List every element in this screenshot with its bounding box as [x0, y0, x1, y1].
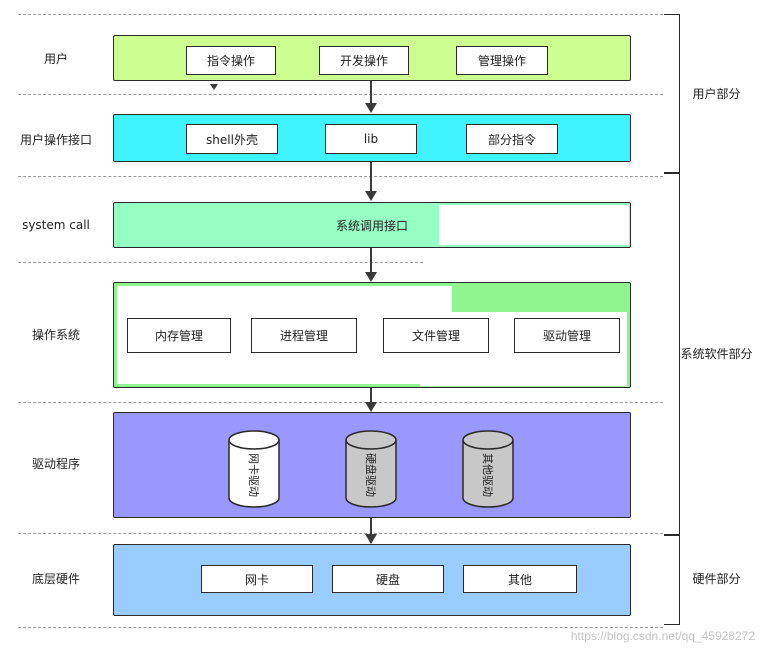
- whiteout-patch: [439, 205, 629, 245]
- partial-commands-box: 部分指令: [466, 124, 558, 154]
- management-operation-box: 管理操作: [456, 46, 548, 75]
- flow-arrow: [365, 81, 377, 113]
- dashed-separator: [18, 94, 663, 95]
- disk-driver-cylinder: 硬盘驱动: [345, 430, 397, 508]
- row-label-user: 用户: [43, 52, 68, 66]
- flow-arrow: [365, 388, 377, 412]
- lib-box: lib: [325, 124, 417, 154]
- process-management-box: 进程管理: [251, 318, 357, 353]
- development-operation-box: 开发操作: [319, 46, 409, 75]
- row-label-os: 操作系统: [31, 328, 80, 342]
- dashed-separator: [18, 402, 663, 403]
- system-call-interface-text: 系统调用接口: [335, 218, 408, 233]
- dashed-separator: [18, 14, 663, 15]
- section-label-hardware: 硬件部分: [692, 572, 741, 586]
- section-label-user: 用户部分: [692, 87, 741, 101]
- shell-box: shell外壳: [186, 124, 278, 154]
- memory-management-box: 内存管理: [127, 318, 231, 353]
- nic-driver-cylinder: 网卡驱动: [228, 430, 280, 508]
- other-driver-cylinder: 其他驱动: [462, 430, 514, 508]
- other-driver-label: 其他驱动: [481, 453, 494, 497]
- dashed-separator: [18, 627, 663, 628]
- hardware-part-bracket: [664, 535, 680, 625]
- flow-arrow: [365, 248, 377, 282]
- file-management-box: 文件管理: [383, 318, 489, 353]
- small-arrow: [210, 84, 218, 90]
- driver-management-box: 驱动管理: [514, 318, 620, 353]
- flow-arrow: [365, 518, 377, 544]
- watermark-text: https://blog.csdn.net/qq_45928272: [570, 629, 755, 643]
- row-label-hardware: 底层硬件: [31, 572, 80, 586]
- disk-box: 硬盘: [332, 565, 444, 593]
- row-label-system-call: system call: [22, 218, 90, 232]
- dashed-separator: [18, 262, 423, 263]
- command-operation-box: 指令操作: [186, 46, 276, 75]
- system-software-bracket: [664, 173, 680, 535]
- user-part-bracket: [664, 14, 680, 173]
- flow-arrow: [365, 162, 377, 201]
- disk-driver-label: 硬盘驱动: [364, 453, 377, 497]
- row-label-user-interface: 用户操作接口: [19, 133, 92, 147]
- dashed-separator: [18, 176, 663, 177]
- row-label-drivers: 驱动程序: [31, 457, 80, 471]
- dashed-separator: [18, 533, 663, 534]
- nic-box: 网卡: [201, 565, 313, 593]
- section-label-system-software: 系统软件部分: [680, 347, 753, 361]
- nic-driver-label: 网卡驱动: [247, 453, 260, 497]
- other-hardware-box: 其他: [463, 565, 577, 593]
